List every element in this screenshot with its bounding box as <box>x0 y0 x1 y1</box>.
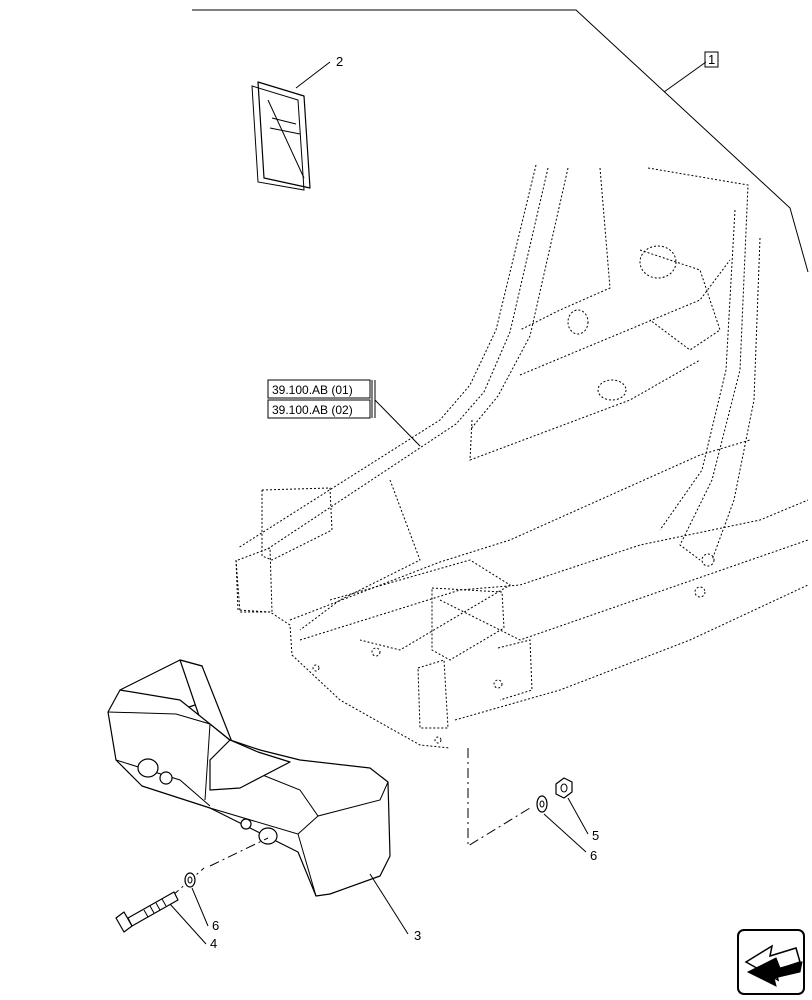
front-frame-phantom <box>235 164 809 749</box>
assembly-centerline <box>155 748 531 911</box>
callout-6-left[interactable]: 6 <box>191 887 219 933</box>
callout-4-label: 4 <box>210 936 217 951</box>
callout-5[interactable]: 5 <box>567 797 599 843</box>
callout-6-right[interactable]: 6 <box>543 813 597 863</box>
callout-2[interactable]: 2 <box>295 54 343 89</box>
callout-6-right-label: 6 <box>590 848 597 863</box>
bolt <box>115 891 179 933</box>
washer-right <box>536 795 548 813</box>
callout-5-label: 5 <box>592 828 599 843</box>
callout-3-label: 3 <box>414 928 421 943</box>
reference-label-2: 39.100.AB (02) <box>272 403 353 417</box>
operator-manual-decal <box>251 81 311 191</box>
reference-label-1: 39.100.AB (01) <box>272 383 353 397</box>
callout-6-left-label: 6 <box>212 918 219 933</box>
arrow-left-nav-icon[interactable] <box>737 929 805 995</box>
washer-left <box>184 872 196 888</box>
callout-1[interactable]: 1 <box>663 51 719 93</box>
callout-2-label: 2 <box>336 54 343 69</box>
reference-boxes[interactable]: 39.100.AB (01) 39.100.AB (02) <box>267 379 421 447</box>
nut <box>555 777 573 799</box>
assembly-boundary-line <box>192 9 809 273</box>
callout-4[interactable]: 4 <box>169 903 217 951</box>
front-ballast-weight <box>107 659 391 897</box>
callout-1-label: 1 <box>708 52 715 67</box>
callout-3[interactable]: 3 <box>369 873 421 943</box>
